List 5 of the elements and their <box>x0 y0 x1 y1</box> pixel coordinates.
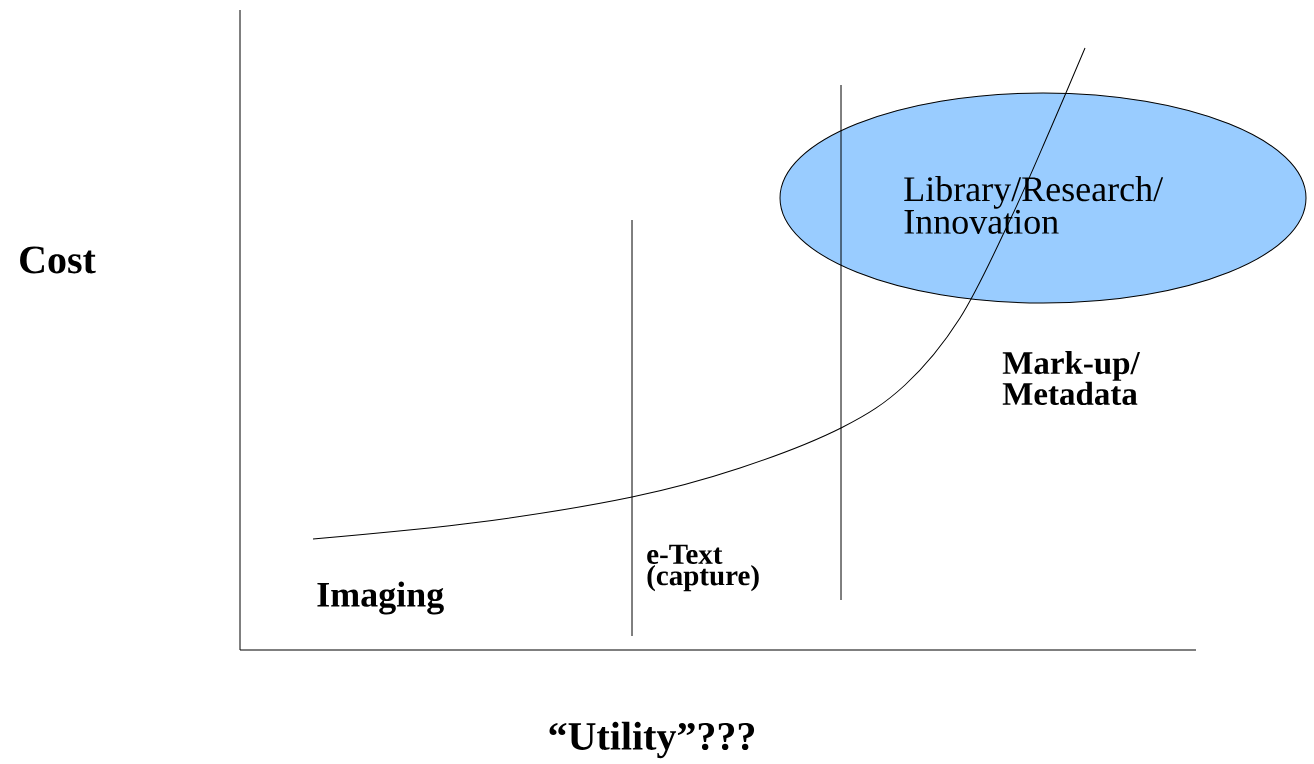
stage-label: Mark-up/ Metadata <box>1002 350 1141 406</box>
stage-label: Imaging <box>317 581 444 615</box>
axis-label: Cost <box>20 246 96 274</box>
axis-label: “Utility”??? <box>549 721 755 759</box>
stage-label: e-Text (capture) <box>647 544 759 592</box>
